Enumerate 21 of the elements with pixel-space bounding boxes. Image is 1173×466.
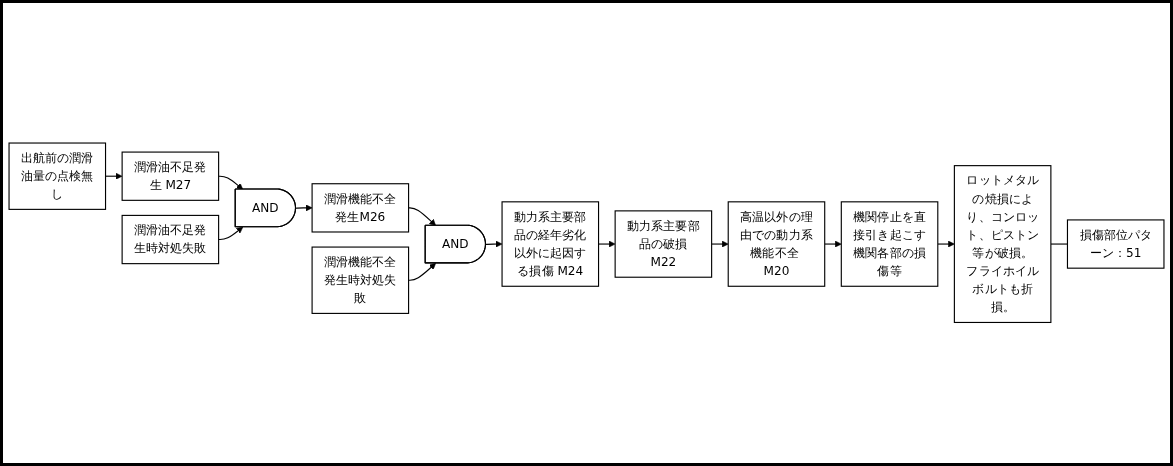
node-box: 動力系主要部品の経年劣化以外に起因する損傷 M24: [501, 201, 600, 288]
arrow: [937, 241, 955, 248]
node-box: ロットメタルの焼損により、コンロット、ピストン等が破損。 フライホイルボルトも折損。: [953, 165, 1052, 324]
arrow: [408, 263, 436, 282]
arrow: [824, 241, 842, 248]
arrow: [218, 175, 244, 190]
node-box: 機関停止を直接引き起こす機関各部の損傷等: [840, 201, 939, 288]
arrow: [711, 241, 729, 248]
node-box: 潤滑機能不全発生時対処失敗: [311, 246, 410, 315]
arrow: [295, 204, 313, 212]
node-box: 損傷部位パターン：51: [1066, 219, 1165, 269]
node-box: 高温以外の理由での動力系機能不全 M20: [727, 201, 826, 288]
arrow: [485, 241, 503, 248]
node-box: 潤滑油不足発生 M27: [121, 151, 220, 202]
arrow: [408, 207, 436, 227]
node-box: 潤滑油不足発生時対処失敗: [121, 215, 220, 265]
node-box: 動力系主要部品の破損M22: [614, 210, 713, 279]
arrow: [598, 241, 616, 248]
node-box: 潤滑機能不全発生M26: [311, 183, 410, 233]
node-box: 出航前の潤滑油量の点検無し: [8, 142, 107, 211]
arrow: [218, 227, 244, 241]
